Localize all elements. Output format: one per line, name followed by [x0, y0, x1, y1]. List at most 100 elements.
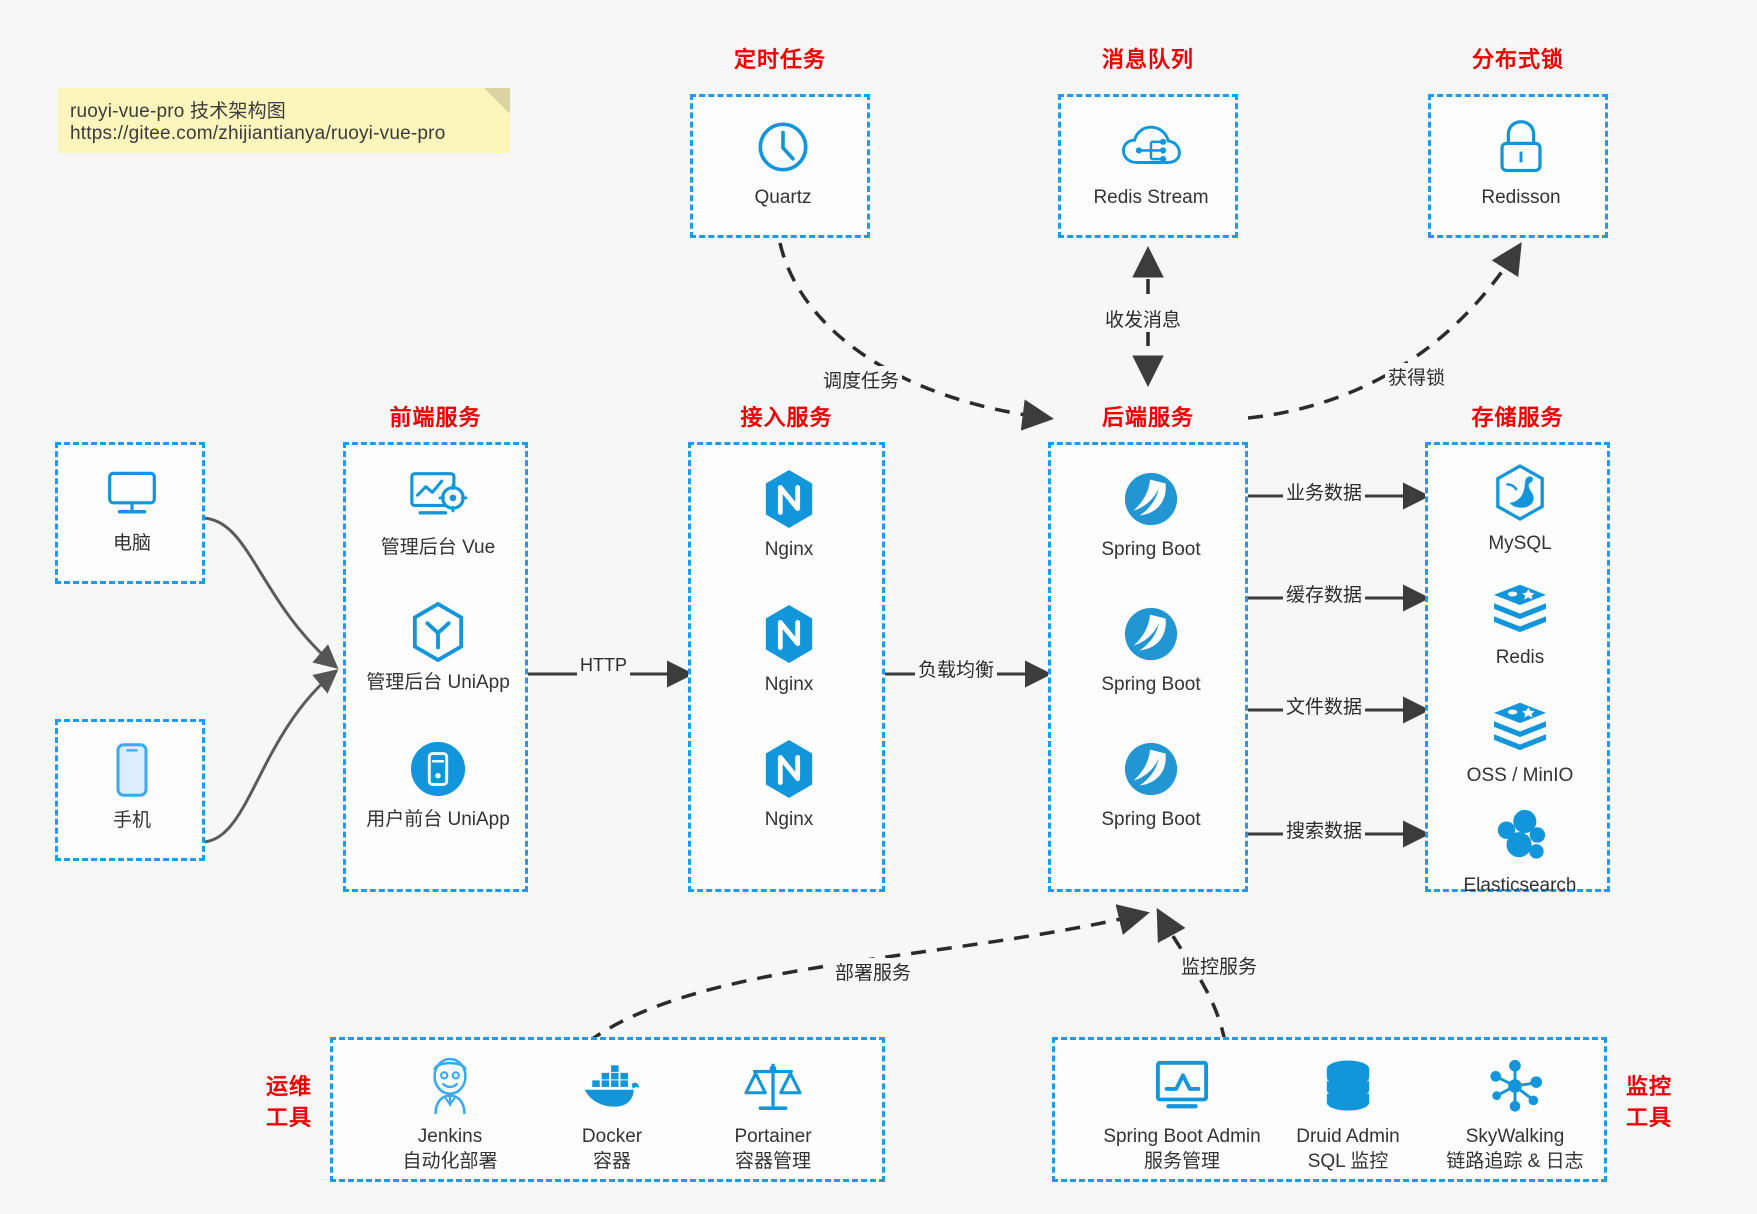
node-sublabel: 容器: [592, 1150, 631, 1172]
node-label: 管理后台 Vue: [380, 537, 496, 558]
group-title-devops-line1: 运维: [265, 1074, 312, 1099]
node-label: Druid Admin: [1296, 1126, 1400, 1147]
node-mysql[interactable]: MySQL: [1445, 461, 1595, 557]
padlock-icon: [1446, 115, 1596, 179]
node-redisson[interactable]: Redisson: [1446, 115, 1596, 211]
node-label: Portainer: [734, 1126, 812, 1147]
node-label: Docker: [581, 1126, 643, 1147]
group-box-storage: MySQL Redis: [1425, 442, 1610, 896]
edge-label-search-data: 搜索数据: [1283, 816, 1366, 843]
group-box-phone: 手机: [55, 719, 205, 861]
node-quartz[interactable]: Quartz: [708, 115, 858, 211]
group-title-distributed-lock: 分布式锁: [1471, 47, 1564, 72]
group-box-computer: 电脑: [55, 442, 205, 584]
oss-stack-icon: [1445, 693, 1595, 757]
node-computer[interactable]: 电脑: [57, 461, 207, 557]
group-title-message-queue: 消息队列: [1101, 47, 1194, 72]
group-title-monitor-line2: 工具: [1625, 1105, 1672, 1130]
edge-label-schedule-task: 调度任务: [820, 366, 903, 393]
group-box-scheduled-task: Quartz: [690, 94, 870, 238]
group-box-gateway: Nginx Nginx Nginx: [688, 442, 885, 892]
node-phone[interactable]: 手机: [57, 738, 207, 834]
node-user-uniapp[interactable]: 用户前台 UniApp: [363, 737, 513, 833]
node-spring-boot-3[interactable]: Spring Boot: [1076, 737, 1226, 833]
node-druid-admin[interactable]: Druid Admin SQL 监控: [1273, 1054, 1423, 1174]
node-label: Redis Stream: [1093, 187, 1209, 208]
node-docker[interactable]: Docker 容器: [537, 1054, 687, 1174]
elasticsearch-icon: [1445, 803, 1595, 867]
node-admin-uniapp[interactable]: 管理后台 UniApp: [363, 600, 513, 696]
monitor-chart-icon: [1087, 1054, 1277, 1118]
node-sublabel: 自动化部署: [402, 1150, 498, 1172]
note-title-line: ruoyi-vue-pro 技术架构图: [70, 101, 287, 122]
node-label: 电脑: [112, 533, 151, 554]
spring-leaf-icon: [1076, 467, 1226, 531]
node-redis-stream[interactable]: Redis Stream: [1076, 115, 1226, 211]
edge-label-acquire-lock: 获得锁: [1385, 363, 1449, 390]
edge-label-deploy-service: 部署服务: [832, 958, 915, 985]
edge-label-cache-data: 缓存数据: [1283, 580, 1366, 607]
group-box-backend: Spring Boot Spring Boot Spring Boot: [1048, 442, 1248, 892]
redis-stack-icon: [1445, 575, 1595, 639]
node-spring-boot-2[interactable]: Spring Boot: [1076, 602, 1226, 698]
node-redis[interactable]: Redis: [1445, 575, 1595, 671]
mobile-app-icon: [363, 737, 513, 801]
node-elasticsearch[interactable]: Elasticsearch: [1445, 803, 1595, 899]
node-label: Jenkins: [417, 1126, 483, 1147]
node-label: 用户前台 UniApp: [366, 809, 510, 830]
node-label: Nginx: [764, 809, 814, 830]
edge-label-http: HTTP: [577, 655, 630, 676]
node-label: 管理后台 UniApp: [366, 672, 510, 693]
group-box-monitor-tools: Spring Boot Admin 服务管理 Druid Admin SQL 监…: [1052, 1037, 1607, 1182]
database-icon: [1273, 1054, 1423, 1118]
node-admin-vue[interactable]: 管理后台 Vue: [363, 465, 513, 561]
node-nginx-2[interactable]: Nginx: [714, 602, 864, 698]
node-skywalking[interactable]: SkyWalking 链路追踪 & 日志: [1425, 1054, 1605, 1174]
group-box-devops-tools: Jenkins 自动化部署 Docker 容器: [330, 1037, 885, 1182]
group-title-storage: 存储服务: [1471, 405, 1564, 430]
nginx-icon: [714, 602, 864, 666]
portainer-scales-icon: [698, 1054, 848, 1118]
group-box-distributed-lock: Redisson: [1428, 94, 1608, 238]
group-title-gateway: 接入服务: [740, 405, 833, 430]
node-oss-minio[interactable]: OSS / MinIO: [1445, 693, 1595, 789]
node-sublabel: 链路追踪 & 日志: [1446, 1150, 1584, 1172]
note-url-line: https://gitee.com/zhijiantianya/ruoyi-vu…: [70, 123, 446, 144]
nginx-icon: [714, 737, 864, 801]
node-nginx-3[interactable]: Nginx: [714, 737, 864, 833]
cloud-network-icon: [1076, 115, 1226, 179]
node-nginx-1[interactable]: Nginx: [714, 467, 864, 563]
node-sublabel: 服务管理: [1143, 1150, 1220, 1172]
uniapp-cube-icon: [363, 600, 513, 664]
group-box-frontend: 管理后台 Vue 管理后台 UniApp 用户前台: [343, 442, 528, 892]
note-fold-corner: [484, 88, 510, 114]
group-box-message-queue: Redis Stream: [1058, 94, 1238, 238]
node-sublabel: SQL 监控: [1307, 1150, 1389, 1172]
desktop-monitor-icon: [57, 461, 207, 525]
edge-label-file-data: 文件数据: [1283, 692, 1366, 719]
mysql-dolphin-icon: [1445, 461, 1595, 525]
docker-whale-icon: [537, 1054, 687, 1118]
node-spring-boot-admin[interactable]: Spring Boot Admin 服务管理: [1087, 1054, 1277, 1174]
group-title-devops-line2: 工具: [265, 1105, 312, 1130]
node-label: Spring Boot: [1101, 809, 1201, 830]
node-label: Quartz: [754, 187, 812, 208]
node-jenkins[interactable]: Jenkins 自动化部署: [375, 1054, 525, 1174]
node-label: Nginx: [764, 539, 814, 560]
node-label: Redisson: [1481, 187, 1561, 208]
edge-label-biz-data: 业务数据: [1283, 478, 1366, 505]
spring-leaf-icon: [1076, 602, 1226, 666]
group-title-monitor-line1: 监控: [1625, 1074, 1672, 1099]
node-label: Spring Boot: [1101, 539, 1201, 560]
group-title-frontend: 前端服务: [389, 405, 482, 430]
node-portainer[interactable]: Portainer 容器管理: [698, 1054, 848, 1174]
edge-label-load-balance: 负载均衡: [915, 655, 998, 682]
node-spring-boot-1[interactable]: Spring Boot: [1076, 467, 1226, 563]
jenkins-butler-icon: [375, 1054, 525, 1118]
diagram-note: ruoyi-vue-pro 技术架构图 https://gitee.com/zh…: [58, 88, 510, 153]
edge-label-mq-messages: 收发消息: [1102, 305, 1185, 332]
node-label: Spring Boot: [1101, 674, 1201, 695]
node-label: MySQL: [1488, 533, 1552, 554]
node-label: Elasticsearch: [1463, 875, 1577, 896]
